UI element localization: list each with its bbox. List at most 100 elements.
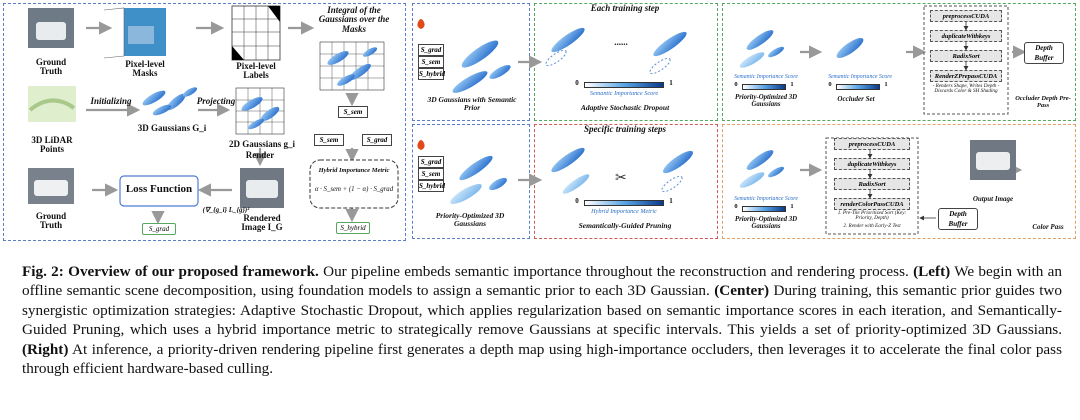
prior-label: 3D Gaussians with Semantic Prior [427,95,517,112]
loss-function-box [119,175,199,207]
sis-bar-c [742,206,786,212]
depth-buffer-top: Depth Buffer [1024,42,1064,64]
zero-a: 0 [734,81,738,88]
him-bar-label: Hybrid Importance Metric [591,208,657,215]
cuda-top-1: duplicateWithkeys [930,30,1002,42]
dots: ...... [614,37,628,47]
cuda-bottom-1: duplicateWithkeys [834,158,910,170]
specific-steps-title: Specific training steps [583,124,666,134]
hybrid-metric-box [309,159,399,209]
ground-truth-label-top: Ground Truth [35,57,67,77]
attr-sem-top: S_sem [418,56,444,68]
po-c: Priority-Optimized 3D Gaussians [734,216,798,231]
s-grad-box: S_grad [362,134,392,146]
priority-label: Priority-Optimized 3D Gaussians [435,211,505,228]
zprepass-notes: - Renders Shape, Writes Depth - Discards… [932,83,1000,95]
caption-left-tag: (Left) [913,263,951,280]
cuda-bottom-2: RadixSort [834,178,910,190]
color-pass-label: Color Pass [1032,223,1064,231]
color-notes-1: 1. Pre-Tile Prioritized Sort (Key: Prior… [837,210,907,222]
pixel-labels-label: Pixel-level Labels [236,61,276,81]
left-panel [3,3,406,241]
render-label: Render [245,150,275,160]
sis-b: Semantic Importance Score [828,74,892,80]
zero-b: 0 [828,81,832,88]
scissors-icon: ✂ [615,171,627,186]
gaussians-3d-label: 3D Gaussians G_i [137,123,207,133]
prior-gaussians [452,40,511,93]
cuda-top-0: preprocessCUDA [930,10,1002,22]
right-top-panel [722,3,1076,121]
attr-grad-bottom: S_grad [418,156,444,168]
sis-bar-a [742,84,786,90]
occluder-prepass-label: Occluder Depth Pre-Pass [1015,95,1071,109]
color-notes-2: 2. Render with Early-Z Test [843,223,901,229]
output-image-label: Output Image [972,195,1014,203]
sis-c: Semantic Importance Score [734,196,798,202]
rendered-image-label: Rendered Image I_G [241,213,283,233]
figure-caption: Fig. 2: Overview of our proposed framewo… [22,262,1062,378]
caption-s1: Our pipeline embeds semantic importance … [318,263,914,280]
dropout-gaussians [545,27,687,75]
caption-center-tag: (Center) [714,282,770,300]
integral-grid [319,41,385,91]
pixel-labels-grid [231,5,281,61]
hybrid-metric-title: Hybrid Importance Metric [318,167,390,174]
attr-sem-bottom: S_sem [418,168,444,180]
cuda-bottom-0: preprocessCUDA [834,138,910,150]
attr-hybrid-bottom: S_hybrid [418,180,446,192]
sis-bar-label-center: Semantic Importance Score [589,90,659,97]
bar-zero-center: 0 [575,79,579,87]
bar-one-him: 1 [669,197,673,205]
gradient-expression: (∇_{g_i} L_{g})² [202,206,250,214]
sis-a: Semantic Importance Score [734,74,798,80]
priority-gaussians [450,155,507,204]
caption-s2: We begin with an offline semantic scene … [22,263,1063,300]
projecting-label: Projecting [196,96,236,106]
one-c: 1 [790,203,794,210]
pixel-masks-label: Pixel-level Masks [125,59,165,79]
s-sem-box-2: S_sem [314,134,344,146]
caption-s4: At inference, a priority-driven renderin… [22,340,1062,378]
s-grad-box-bottom: S_grad [142,223,176,235]
s-sem-box: S_sem [338,106,368,118]
sis-bar-center [584,82,664,88]
right-bottom-panel [722,124,1076,239]
gaussians-3d [142,87,198,116]
gaussians-2d-label: 2D Gaussians g_i [228,139,296,149]
depth-buffer-bottom: Depth Buffer [938,208,978,230]
bar-zero-him: 0 [575,197,579,205]
ground-truth-label-bottom: Ground Truth [35,211,67,231]
attr-grad-top: S_grad [418,44,444,56]
cuda-top-2: RadixSort [930,50,1002,62]
po-a: Priority-Optimized 3D Gaussians [734,94,798,109]
loss-function-label: Loss Function [125,183,193,195]
cuda-top-3: RenderZPrepassCUDA [930,70,1002,82]
s-hybrid-box: S_hybrid [336,222,370,234]
caption-title: Overview of our proposed framework. [68,263,319,280]
gaussians-2d [235,87,285,135]
integral-label: Integral of the Gaussians over the Masks [318,5,390,34]
sgp-label: Semantically-Guided Pruning [578,221,672,230]
hybrid-formula: α · S_sem + (1 − α) · S_grad [314,186,394,193]
caption-s3: During training, this semantic prior gui… [22,282,1062,339]
one-a: 1 [790,81,794,88]
right-gaussians-a [739,30,784,68]
occluder-gaussians [836,37,864,59]
one-b: 1 [884,81,888,88]
attr-hybrid-top: S_hybrid [418,68,446,80]
caption-right-tag: (Right) [22,340,69,358]
occluder-set: Occluder Set [837,95,875,103]
asd-label: Adaptive Stochastic Dropout [580,103,670,112]
cuda-bottom-3: renderColorPassCUDA [834,198,910,210]
him-bar [584,200,664,206]
zero-c: 0 [734,203,738,210]
sis-bar-b [836,84,880,90]
initializing-label: Initializing [90,96,132,106]
lidar-label: 3D LiDAR Points [31,135,73,155]
right-gaussians-c [739,150,784,188]
caption-fig: Fig. 2: [22,263,64,280]
pruning-gaussians [551,147,694,194]
each-step-title: Each training step [590,3,660,13]
bar-one-center: 1 [669,79,673,87]
